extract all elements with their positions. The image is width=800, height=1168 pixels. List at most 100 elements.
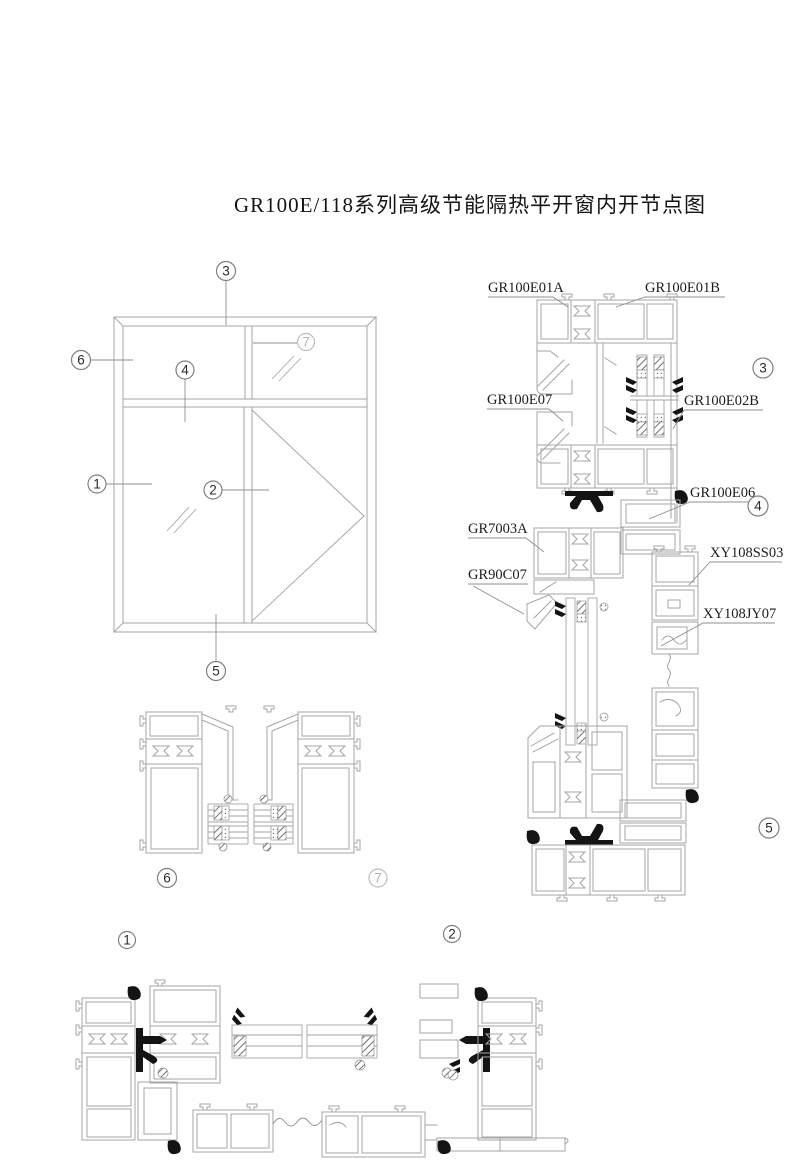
transom-seal-gasket-icon xyxy=(565,491,613,513)
casement-open-symbol xyxy=(251,409,365,622)
frame-sash-gasket-icon xyxy=(136,1028,167,1072)
break-line xyxy=(667,653,671,687)
right-bottom-rail xyxy=(436,1137,569,1152)
corner-gasket-icon xyxy=(685,789,699,804)
elevation-frame xyxy=(113,316,377,633)
upper-sash-profile xyxy=(536,342,678,524)
part-label-gr90c07: GR90C07 xyxy=(468,567,528,615)
glass-mark-bottom-left xyxy=(166,506,197,534)
glass-mark-top-right xyxy=(271,355,302,382)
part-label-gr100e01a: GR100E01A xyxy=(488,280,569,308)
transom-frame-profile xyxy=(536,444,678,495)
elevation-callout-3: 3 xyxy=(215,260,237,325)
left-glazing-bead xyxy=(137,1081,178,1141)
elevation-callout-4: 4 xyxy=(175,360,195,422)
section-callout-1: 1 xyxy=(117,930,137,950)
transom-sash-profile xyxy=(536,411,573,464)
svg-text:GR100E01B: GR100E01B xyxy=(645,280,720,296)
svg-text:3: 3 xyxy=(222,264,230,279)
svg-text:1: 1 xyxy=(123,933,131,948)
left-jamb-profile xyxy=(139,711,203,854)
head-frame-profile xyxy=(536,293,678,344)
central-glazing-unit xyxy=(555,597,609,746)
sill-profile-xy108jy07 xyxy=(651,621,699,687)
svg-text:4: 4 xyxy=(754,499,762,514)
window-elevation: 3 7 6 4 1 2 5 xyxy=(70,260,377,682)
elevation-callout-1: 1 xyxy=(87,474,152,494)
section-callout-6: 6 xyxy=(156,867,178,889)
section-callout-5: 5 xyxy=(758,817,780,839)
svg-text:7: 7 xyxy=(302,335,310,350)
section-callout-4: 4 xyxy=(747,495,769,517)
sill-frame-profile xyxy=(531,844,686,902)
mid-glazing-units xyxy=(207,794,294,852)
part-label-gr7003a: GR7003A xyxy=(468,521,545,553)
svg-text:6: 6 xyxy=(163,871,171,886)
right-jamb-profile xyxy=(297,711,361,854)
mid-horizontal-section: 6 7 xyxy=(139,705,388,889)
corner-gasket-icon xyxy=(437,1140,451,1155)
section-callout-7: 7 xyxy=(368,868,388,888)
glazing-gasket-icon xyxy=(626,377,637,393)
glazing-gasket-icon xyxy=(230,1007,248,1027)
corner-gasket-icon xyxy=(167,1140,181,1155)
glazing-gasket-icon xyxy=(361,1007,379,1027)
svg-text:1: 1 xyxy=(93,477,101,492)
part-label-gr100e07: GR100E07 xyxy=(487,392,564,422)
part-label-gr100e02b: GR100E02B xyxy=(672,393,763,430)
elevation-callout-2: 2 xyxy=(203,480,269,500)
break-line xyxy=(272,1117,323,1127)
part-label-xy108ss03: XY108SS03 xyxy=(688,545,783,586)
elevation-callout-7: 7 xyxy=(253,332,316,352)
svg-text:2: 2 xyxy=(209,483,217,498)
left-frame-profile xyxy=(75,997,136,1141)
right-frame-profile xyxy=(477,997,543,1141)
left-sash-profile xyxy=(149,979,221,1084)
sill-rail-left-segment xyxy=(192,1103,274,1153)
elevation-callout-6: 6 xyxy=(70,349,133,371)
glass-run-right xyxy=(306,1007,379,1059)
bottom-horizontal-section: 1 2 xyxy=(75,924,569,1158)
svg-text:GR7003A: GR7003A xyxy=(468,521,528,537)
adapter-profile-gr100e06 xyxy=(620,499,681,555)
part-label-gr100e06: GR100E06 xyxy=(648,485,760,520)
svg-text:XY108JY07: XY108JY07 xyxy=(703,606,776,622)
svg-text:5: 5 xyxy=(212,664,220,679)
sash-profile-gr7003a xyxy=(533,527,624,595)
svg-text:GR100E06: GR100E06 xyxy=(690,485,755,501)
transom-glazing-unit xyxy=(626,354,683,438)
svg-text:XY108SS03: XY108SS03 xyxy=(710,545,783,561)
svg-text:GR100E07: GR100E07 xyxy=(487,392,552,408)
svg-text:3: 3 xyxy=(759,361,767,376)
corner-gasket-icon xyxy=(127,986,141,1001)
transom-seal-gasket-icon xyxy=(565,823,613,845)
svg-text:GR100E02B: GR100E02B xyxy=(684,393,759,409)
bottom-sash-profile xyxy=(527,725,628,819)
part-label-gr100e01b: GR100E01B xyxy=(615,280,725,308)
lower-adapter-profile xyxy=(619,799,687,844)
fastener-clip-icon xyxy=(157,1067,169,1079)
lower-jamb-profile xyxy=(651,687,699,789)
part-label-xy108jy07: XY108JY07 xyxy=(660,606,776,647)
section-callout-3: 3 xyxy=(752,357,774,379)
svg-text:4: 4 xyxy=(181,363,189,378)
glazing-gasket-icon xyxy=(555,601,566,617)
corner-gasket-icon xyxy=(526,830,540,845)
svg-text:GR90C07: GR90C07 xyxy=(468,567,527,583)
elevation-callout-5: 5 xyxy=(205,614,227,682)
svg-text:2: 2 xyxy=(448,927,456,942)
sash-arms xyxy=(201,705,299,801)
drawing-title: GR100E/118系列高级节能隔热平开窗内开节点图 xyxy=(234,193,706,217)
svg-text:5: 5 xyxy=(765,821,773,836)
corner-gasket-icon xyxy=(674,490,688,505)
glazing-bead-gr90c07 xyxy=(526,594,558,630)
section-callout-2: 2 xyxy=(442,924,462,944)
fastener-clip-icon xyxy=(354,1059,366,1071)
frame-sash-gasket-icon xyxy=(459,1028,490,1072)
fastener-clip-icon xyxy=(447,1069,459,1081)
sill-rail-right-segment xyxy=(321,1105,438,1158)
corner-gasket-icon xyxy=(474,987,488,1002)
svg-text:6: 6 xyxy=(77,353,85,368)
